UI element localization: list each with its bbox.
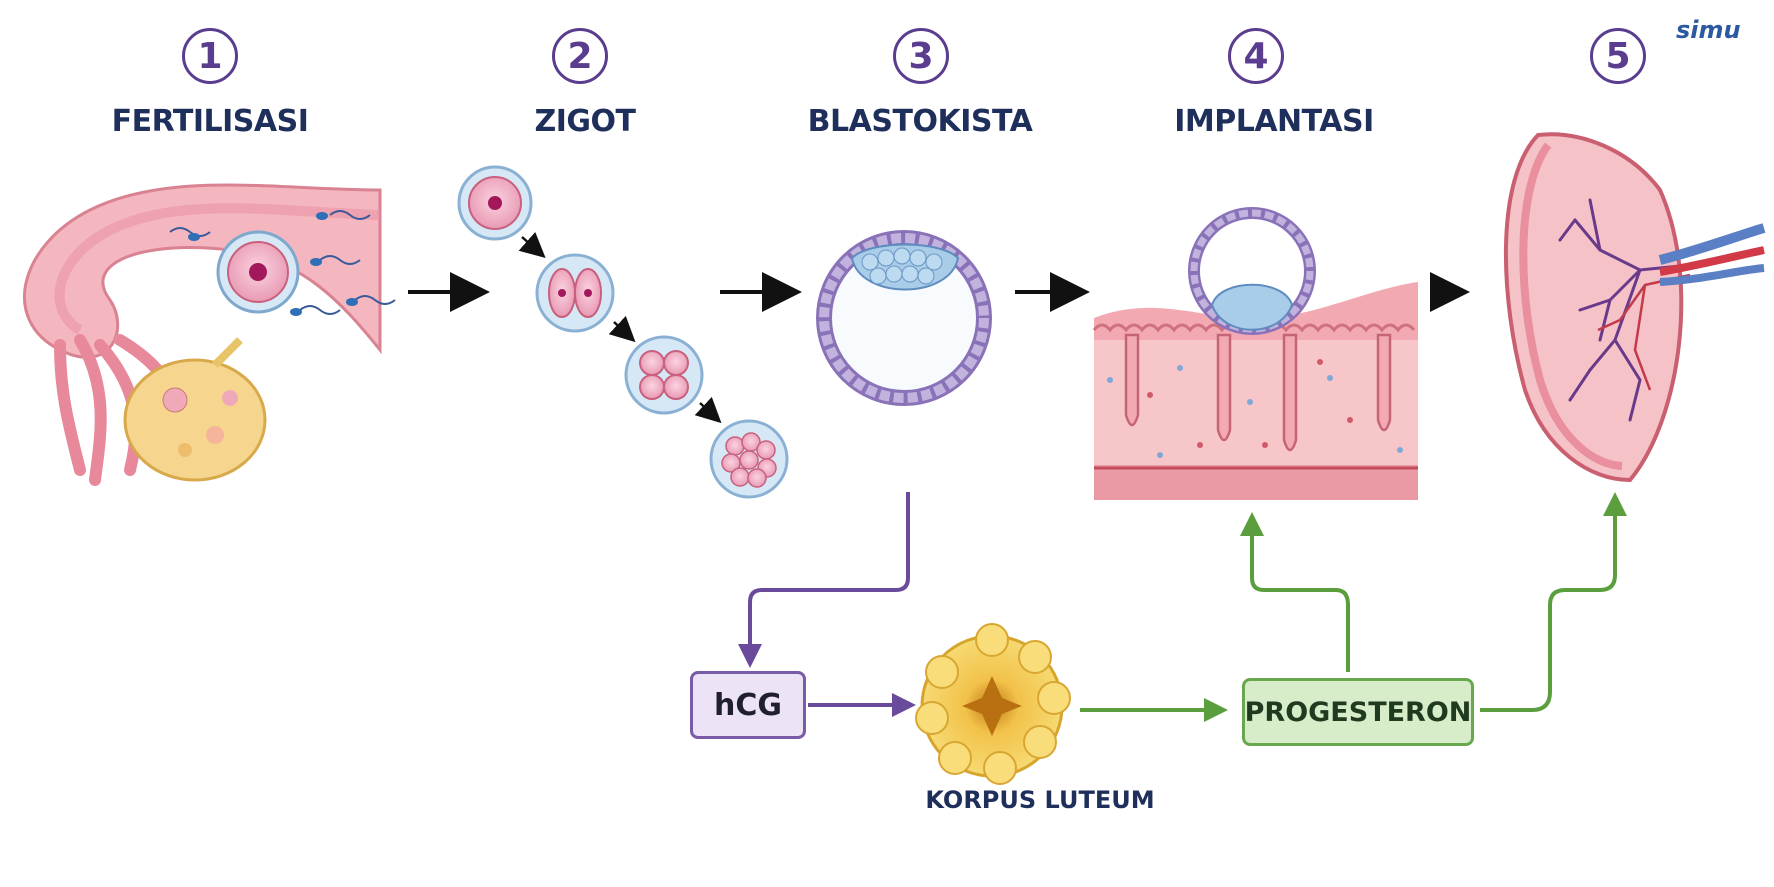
korpus-luteum-label: KORPUS LUTEUM xyxy=(925,786,1155,814)
stage-5-number: 5 xyxy=(1590,28,1646,84)
stage-2-number: 2 xyxy=(552,28,608,84)
stage-1-title: FERTILISASI xyxy=(111,104,309,139)
progesteron-to-placenta-arrow xyxy=(1480,492,1627,712)
placenta-illustration xyxy=(1503,132,1766,483)
blastocyst-illustration xyxy=(816,230,992,406)
stage-2-title: ZIGOT xyxy=(534,104,636,139)
fallopian-tube-illustration xyxy=(22,183,396,486)
stage-3-title: BLASTOKISTA xyxy=(807,104,1033,139)
progesteron-box: PROGESTERON xyxy=(1242,678,1474,746)
stage-4-number: 4 xyxy=(1228,28,1284,84)
hcg-box: hCG xyxy=(690,671,806,739)
zygote-cleavage-illustration xyxy=(457,165,789,499)
implantation-illustration xyxy=(1092,207,1418,500)
stage-4-title: IMPLANTASI xyxy=(1174,104,1374,139)
hcg-pathway-arrow xyxy=(738,492,910,668)
stage-3-number: 3 xyxy=(893,28,949,84)
corpus-luteum-illustration xyxy=(915,623,1071,785)
stage-1-number: 1 xyxy=(182,28,238,84)
simu-logo: simu xyxy=(1676,16,1741,44)
progesteron-to-implantation-arrow xyxy=(1240,512,1350,672)
